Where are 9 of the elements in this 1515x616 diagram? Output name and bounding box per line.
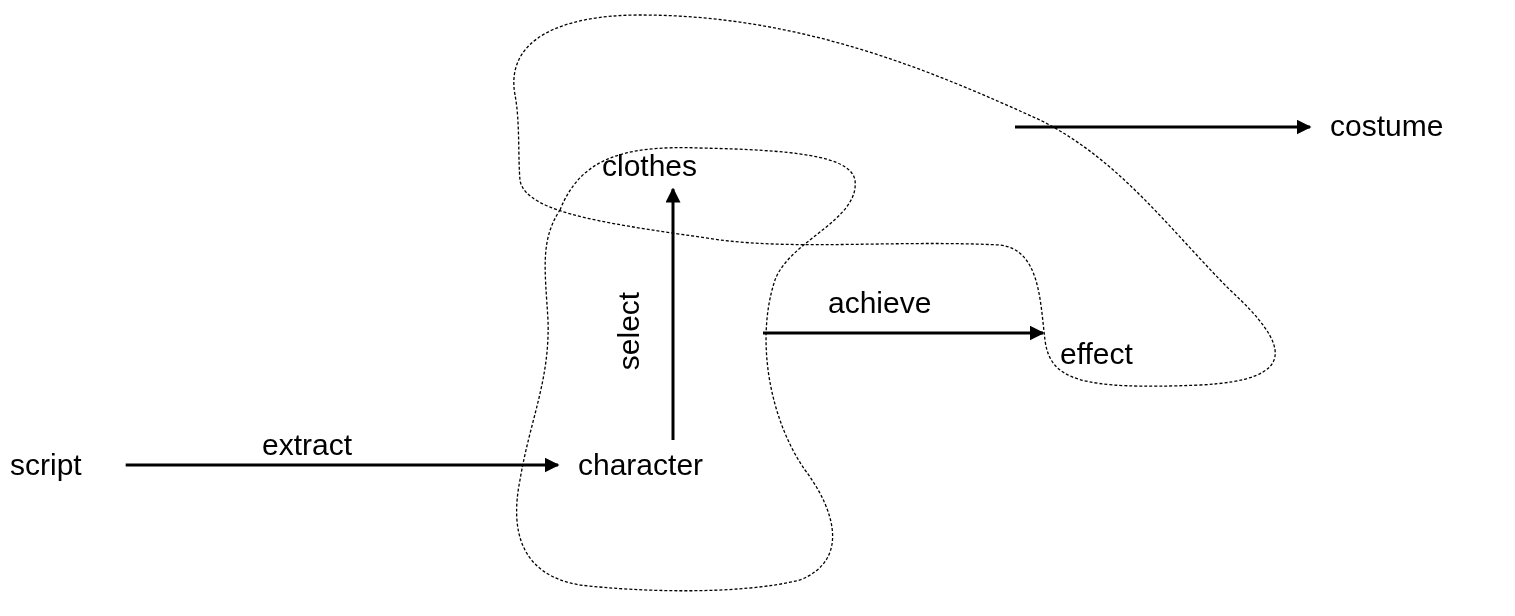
node-label: script [10, 447, 82, 483]
arrow [665, 187, 681, 440]
arrow [1015, 119, 1312, 135]
arrow [763, 325, 1045, 341]
node-label: clothes [602, 148, 698, 184]
node-label: character [578, 447, 704, 483]
arrow [125, 457, 560, 473]
node-label: costume [1330, 108, 1444, 144]
node-label: effect [1060, 336, 1133, 372]
